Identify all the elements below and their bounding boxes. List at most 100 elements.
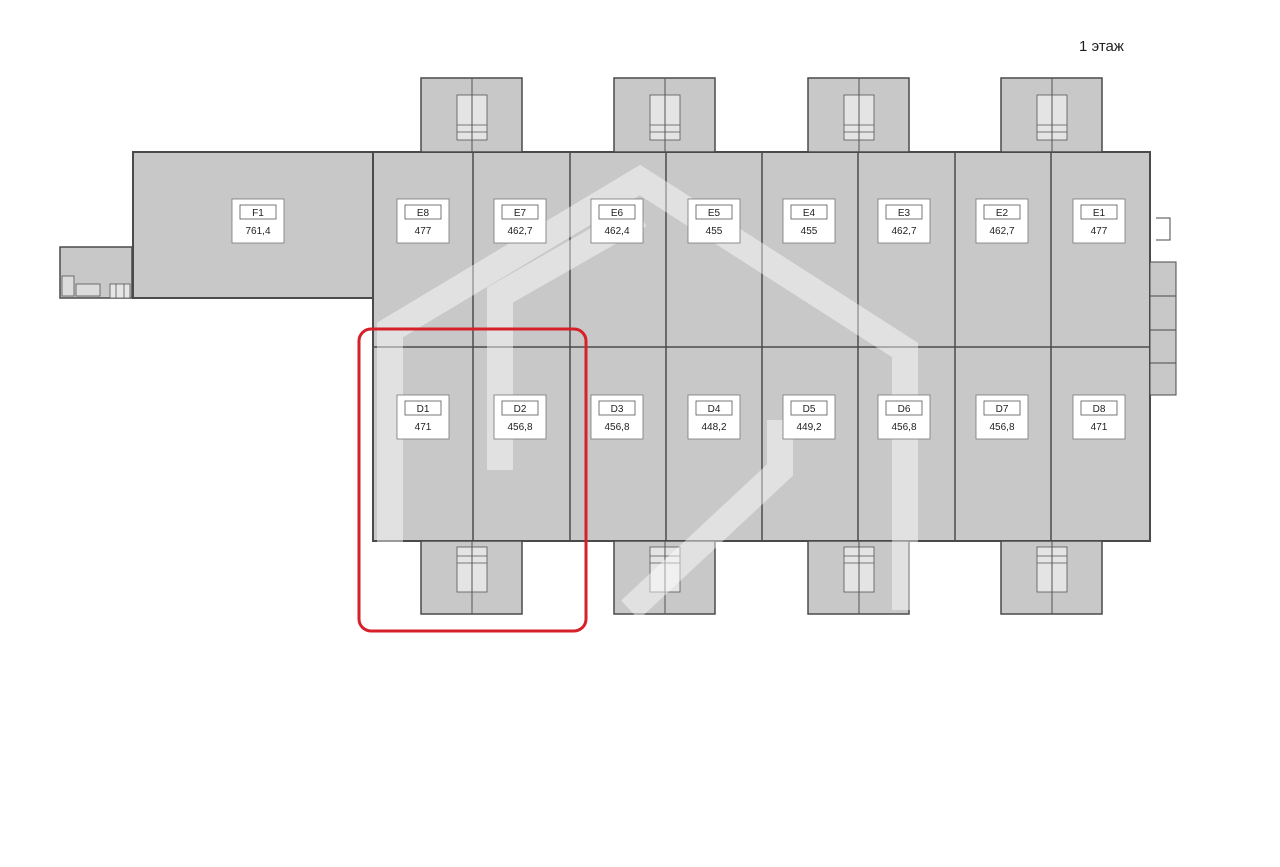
unit-d2-code-frame <box>501 400 539 416</box>
unit-e5-label-box <box>687 198 741 244</box>
stair-cores-bottom <box>420 540 1103 615</box>
unit-e8-label[interactable]: E8 477 <box>396 198 450 244</box>
stair-core-bottom-2 <box>613 540 716 615</box>
unit-d4-code: D4 <box>708 404 721 415</box>
unit-f1-large-area: 761,4 <box>245 226 270 237</box>
unit-d8-code-frame <box>1080 400 1118 416</box>
unit-e3-area: 462,7 <box>891 226 916 237</box>
unit-e3-label-box <box>877 198 931 244</box>
unit-d3-code-frame <box>598 400 636 416</box>
unit-e7-code-frame <box>501 204 539 220</box>
unit-d1-area: 471 <box>415 422 432 433</box>
unit-e6-label-box <box>590 198 644 244</box>
unit-d4-area: 448,2 <box>701 422 726 433</box>
unit-e4-code-frame <box>790 204 828 220</box>
unit-e8-code: E8 <box>417 208 430 219</box>
stair-core-top-4 <box>1000 77 1103 153</box>
unit-d2-code: D2 <box>514 404 527 415</box>
stair-core-top-1 <box>420 77 523 153</box>
unit-d2-label-box <box>493 394 547 440</box>
unit-d1-code-frame <box>404 400 442 416</box>
unit-labels-bottom: D1 471 D2 456,8 D3 456,8 D4 448,2 D5 449,2 D6 456,8… <box>396 394 1126 440</box>
unit-d1-label-box <box>396 394 450 440</box>
unit-e6-code-frame <box>598 204 636 220</box>
unit-d6-label-box <box>877 394 931 440</box>
selection-highlight <box>357 327 588 633</box>
unit-e7-area: 462,7 <box>507 226 532 237</box>
unit-d4-label[interactable]: D4 448,2 <box>687 394 741 440</box>
unit-e1-label-box <box>1072 198 1126 244</box>
unit-labels-top: F1 761,4 E8 477 E7 462,7 E6 462,4 E5 455 E4 455 E346… <box>231 198 1126 244</box>
unit-e7-label[interactable]: E7 462,7 <box>493 198 547 244</box>
unit-e2-label-box <box>975 198 1029 244</box>
unit-e1-label[interactable]: E1 477 <box>1072 198 1126 244</box>
unit-dividers <box>472 152 1052 541</box>
unit-e2-area: 462,7 <box>989 226 1014 237</box>
floor-label: 1 этаж <box>1079 38 1124 55</box>
unit-d7-label-box <box>975 394 1029 440</box>
unit-e4-area: 455 <box>801 226 818 237</box>
unit-d3-label-box <box>590 394 644 440</box>
unit-e1-code-frame <box>1080 204 1118 220</box>
unit-e5-area: 455 <box>706 226 723 237</box>
unit-d5-label[interactable]: D5 449,2 <box>782 394 836 440</box>
unit-e8-label-box <box>396 198 450 244</box>
unit-e8-area: 477 <box>415 226 432 237</box>
unit-f1-large-code-frame <box>239 204 277 220</box>
unit-d7-area: 456,8 <box>989 422 1014 433</box>
unit-f1-large-label[interactable]: F1 761,4 <box>231 198 285 244</box>
stair-core-bottom-3 <box>807 540 910 615</box>
unit-d6-code: D6 <box>898 404 911 415</box>
unit-d5-area: 449,2 <box>796 422 821 433</box>
stair-core-bottom-4 <box>1000 540 1103 615</box>
unit-d3-area: 456,8 <box>604 422 629 433</box>
unit-d6-code-frame <box>885 400 923 416</box>
stair-core-top-2 <box>613 77 716 153</box>
unit-d8-label-box <box>1072 394 1126 440</box>
unit-e5-code-frame <box>695 204 733 220</box>
unit-e4-label[interactable]: E4 455 <box>782 198 836 244</box>
unit-d3-label[interactable]: D3 456,8 <box>590 394 644 440</box>
unit-d1-code: D1 <box>417 404 430 415</box>
unit-e8-code-frame <box>404 204 442 220</box>
unit-d3-code: D3 <box>611 404 624 415</box>
unit-e5-code: E5 <box>708 208 721 219</box>
unit-d2-area: 456,8 <box>507 422 532 433</box>
unit-d7-code: D7 <box>996 404 1009 415</box>
unit-e1-area: 477 <box>1091 226 1108 237</box>
stair-core-bottom-1 <box>420 540 523 615</box>
unit-e4-code: E4 <box>803 208 816 219</box>
stair-cores-top <box>420 77 1103 153</box>
unit-e3-code-frame <box>885 204 923 220</box>
unit-e7-code: E7 <box>514 208 527 219</box>
unit-f1-large-code: F1 <box>252 208 264 219</box>
unit-e6-label[interactable]: E6 462,4 <box>590 198 644 244</box>
unit-d7-code-frame <box>983 400 1021 416</box>
unit-e7-label-box <box>493 198 547 244</box>
unit-d6-label[interactable]: D6 456,8 <box>877 394 931 440</box>
unit-e6-code: E6 <box>611 208 624 219</box>
unit-d4-code-frame <box>695 400 733 416</box>
unit-d8-code: D8 <box>1093 404 1106 415</box>
unit-d5-code: D5 <box>803 404 816 415</box>
west-annex <box>59 246 133 299</box>
unit-d1-label[interactable]: D1 471 <box>396 394 450 440</box>
unit-e5-label[interactable]: E5 455 <box>687 198 741 244</box>
stair-core-top-3 <box>807 77 910 153</box>
unit-d5-code-frame <box>790 400 828 416</box>
unit-d8-area: 471 <box>1091 422 1108 433</box>
unit-d4-label-box <box>687 394 741 440</box>
unit-d7-label[interactable]: D7 456,8 <box>975 394 1029 440</box>
unit-d2-label[interactable]: D2 456,8 <box>493 394 547 440</box>
unit-e1-code: E1 <box>1093 208 1106 219</box>
unit-d5-label-box <box>782 394 836 440</box>
unit-e2-code-frame <box>983 204 1021 220</box>
unit-e6-area: 462,4 <box>604 226 629 237</box>
unit-d8-label[interactable]: D8 471 <box>1072 394 1126 440</box>
unit-d6-area: 456,8 <box>891 422 916 433</box>
east-annex <box>1149 217 1177 396</box>
unit-f1-large-label-box <box>231 198 285 244</box>
